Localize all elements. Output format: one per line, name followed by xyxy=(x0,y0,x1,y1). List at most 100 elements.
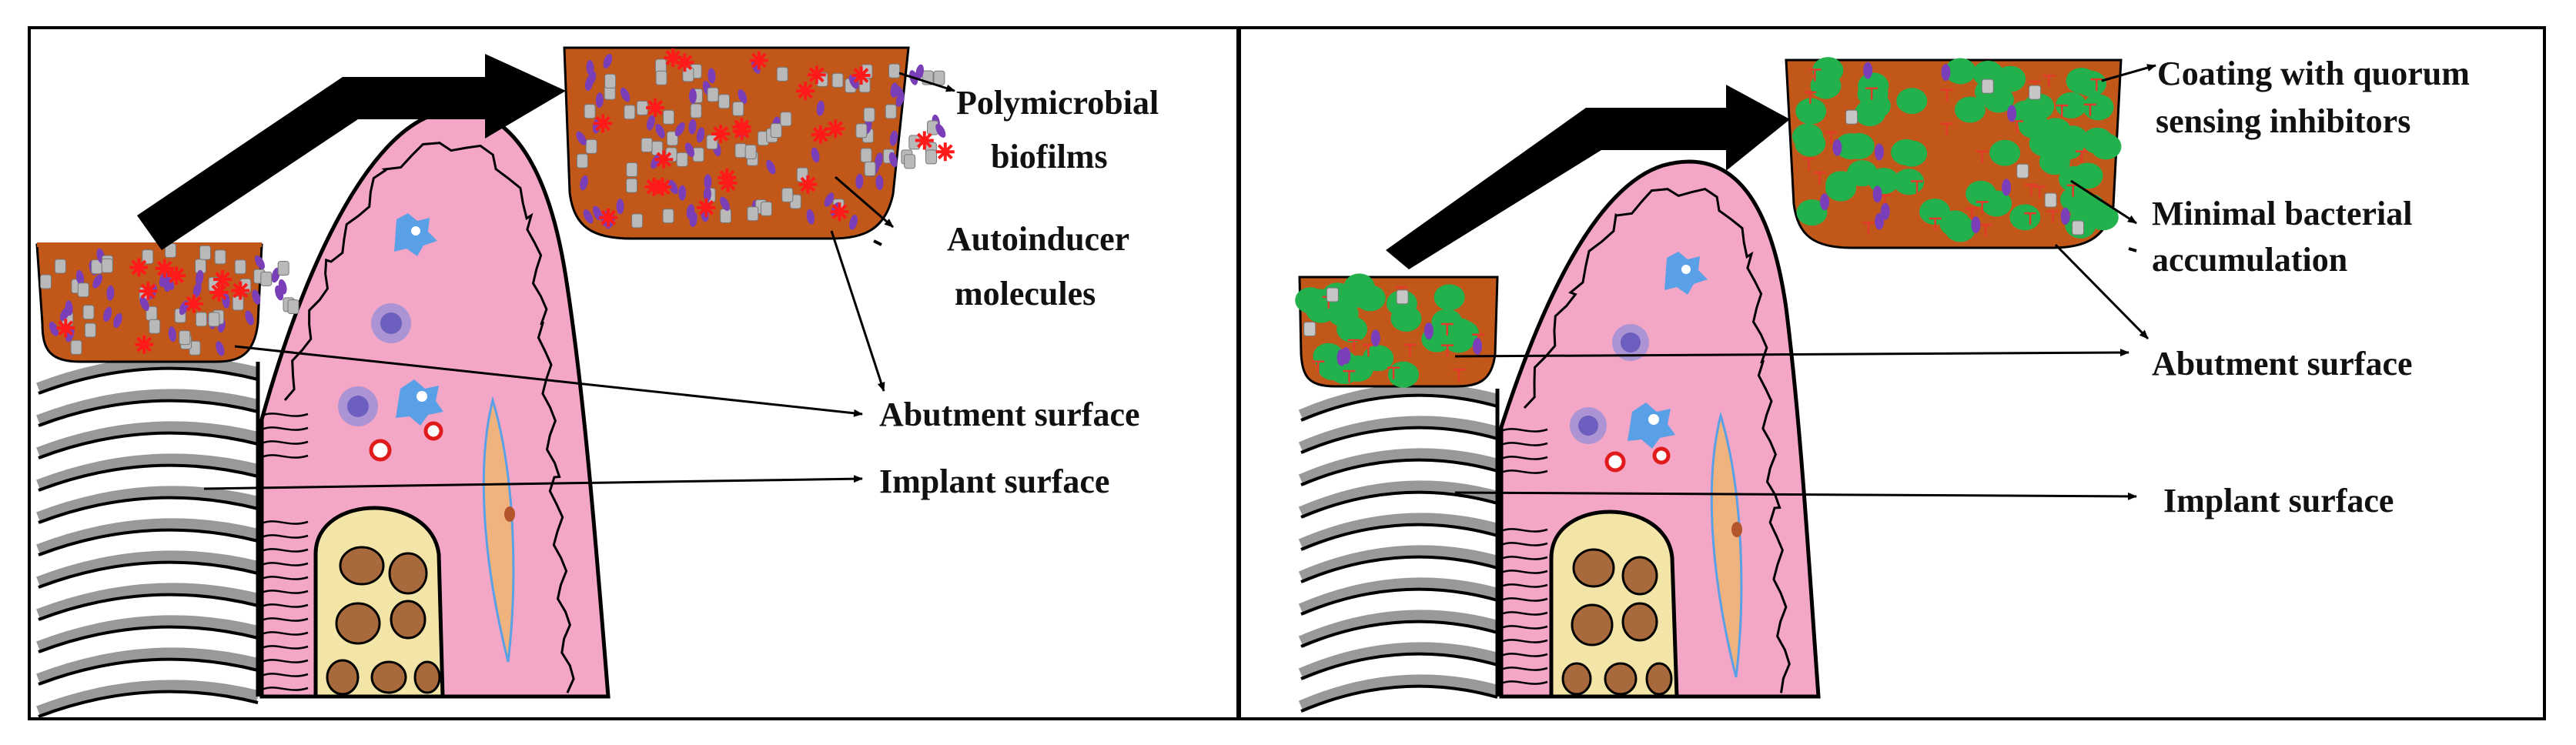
bacterium-purple xyxy=(616,199,624,215)
inhibitor-molecule xyxy=(1865,87,1878,100)
quorum-sensing-inhibitor xyxy=(2023,93,2055,120)
quorum-sensing-inhibitor xyxy=(2009,204,2041,231)
bacterium-grey xyxy=(676,152,688,167)
implant-threads xyxy=(36,356,259,718)
large-biofilm-bacteria xyxy=(576,48,955,230)
implant-thread-edge xyxy=(1300,458,1498,486)
inhibitor-molecule xyxy=(1808,68,1822,82)
bacterium-purple xyxy=(875,152,883,168)
bacterium-grey xyxy=(666,131,678,146)
bacterium-grey xyxy=(624,105,636,120)
autoinducer-label-line2: molecules xyxy=(955,275,1096,312)
bacterium-purple xyxy=(703,186,711,202)
implant-thread-edge xyxy=(1300,490,1498,519)
abutment-arrow-from-biofilm xyxy=(830,230,885,392)
gum-wavy-border xyxy=(283,141,575,693)
bacterium-grey xyxy=(179,330,191,346)
bacterium-purple xyxy=(75,269,85,286)
quorum-sensing-inhibitor xyxy=(1812,57,1844,84)
implant-thread xyxy=(1298,480,1500,519)
quorum-sensing-inhibitor xyxy=(2083,94,2114,121)
bacterium-purple xyxy=(1423,322,1434,339)
bacterium-purple xyxy=(92,274,103,289)
inhibitor-molecule xyxy=(1813,171,1826,185)
autoinducer-molecule xyxy=(139,282,158,301)
inhibitor-molecule xyxy=(2056,104,2069,117)
bacterium-purple xyxy=(696,127,705,143)
implant-thread-edge xyxy=(38,463,259,492)
bacterium-purple xyxy=(106,285,115,301)
fiber xyxy=(261,687,309,691)
bacterium-grey xyxy=(54,259,66,274)
bacterium-purple xyxy=(1941,64,1951,82)
bacterium-grey xyxy=(142,249,154,265)
bacterium-grey xyxy=(707,87,719,102)
inhibitor-molecule xyxy=(1343,369,1356,383)
bacterium-grey xyxy=(770,123,782,139)
quorum-sensing-inhibitor xyxy=(2090,133,2122,160)
autoinducer-molecule xyxy=(697,198,716,217)
quorum-sensing-inhibitor xyxy=(1448,320,1480,347)
inhibitor-molecule xyxy=(1825,131,1838,144)
abutment-arrow xyxy=(1454,349,2129,358)
quorum-sensing-inhibitor xyxy=(1945,215,1976,242)
fiber xyxy=(261,413,309,417)
implant-thread xyxy=(36,550,259,589)
bacterium-purple xyxy=(580,175,588,191)
bacterium-purple xyxy=(2060,207,2070,225)
implant-label: Implant surface xyxy=(879,463,1109,500)
tissue-cells xyxy=(1570,252,1743,678)
bacterium-purple xyxy=(1337,349,1347,366)
implant-thread-edge xyxy=(38,560,259,589)
fiber xyxy=(261,631,309,636)
quorum-sensing-inhibitor xyxy=(1989,139,2021,166)
bacterium-grey xyxy=(744,144,757,159)
autoinducer-molecule xyxy=(935,142,955,162)
bacterium-purple xyxy=(163,276,172,292)
bacterium-purple xyxy=(603,53,613,69)
bacterium-purple xyxy=(708,68,716,84)
quorum-sensing-inhibitor xyxy=(2072,162,2103,189)
bacterium-grey xyxy=(831,72,844,88)
bacterium-purple xyxy=(49,321,59,336)
bacterium-purple xyxy=(192,282,202,298)
autoinducer-molecule xyxy=(796,82,815,101)
bacterium-purple xyxy=(113,312,122,329)
inhibitor-molecule xyxy=(2083,103,2096,116)
autoinducer-molecule xyxy=(826,119,845,139)
autoinducer-molecule xyxy=(599,208,618,227)
bacterium-purple xyxy=(2007,105,2017,122)
bacterium-grey xyxy=(863,107,875,122)
small-coated-biofilm-content xyxy=(1295,273,1485,388)
tissue-cells xyxy=(338,213,515,663)
bacterium-grey xyxy=(208,312,220,327)
implant-thread-edge xyxy=(38,625,259,653)
coating-label-line2: sensing inhibitors xyxy=(2156,102,2410,140)
bacterium-purple xyxy=(103,306,112,322)
quorum-sensing-inhibitor xyxy=(2056,92,2087,119)
bacterium-purple xyxy=(595,92,604,109)
fiber xyxy=(1500,653,1548,657)
implant-thread-edge xyxy=(1300,652,1498,680)
quorum-sensing-inhibitor xyxy=(1795,98,1827,125)
inhibitor-molecule xyxy=(1862,222,1875,235)
right-panel: Coating with quorum sensing inhibitors M… xyxy=(1295,55,2470,713)
bacterium-grey xyxy=(732,101,744,116)
bacterium-purple xyxy=(1819,193,1829,211)
bacterium-purple xyxy=(1872,185,1882,203)
bacterium-grey xyxy=(214,249,226,265)
implant-thread xyxy=(1298,513,1500,551)
autoinducer-molecule xyxy=(212,269,232,289)
implant-thread xyxy=(1298,545,1500,583)
abutment-arrow-from-biofilm xyxy=(2054,243,2149,340)
implant-thread xyxy=(36,518,259,556)
inhibitor-molecule xyxy=(1940,89,1953,102)
autoinducer-molecule xyxy=(718,168,737,187)
bacterium-grey xyxy=(260,271,273,286)
bacterium-grey xyxy=(1303,322,1316,337)
bacterium-purple xyxy=(65,300,73,316)
bacterium-grey xyxy=(84,322,96,338)
fiber xyxy=(1500,639,1548,643)
fiber xyxy=(261,520,309,525)
fiber xyxy=(1500,556,1548,560)
